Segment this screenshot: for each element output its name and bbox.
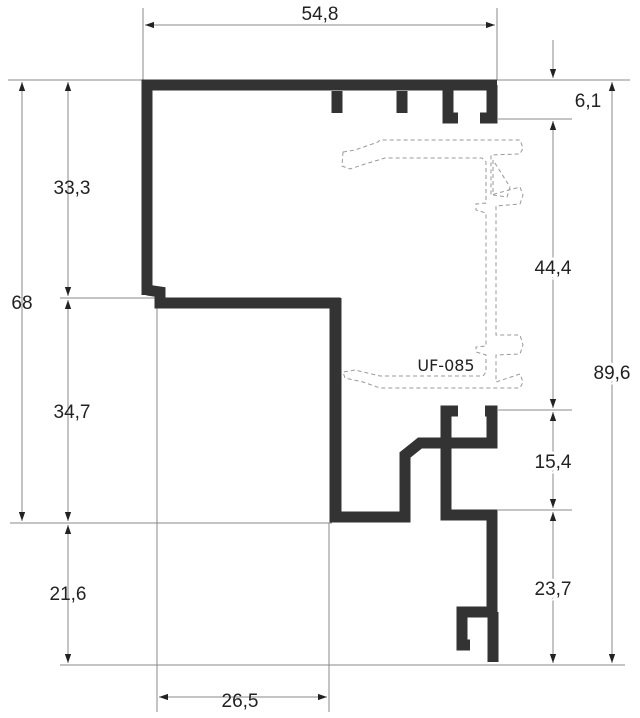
uf-085-insert-outline	[341, 139, 524, 389]
dim-label-54-8: 54,8	[302, 4, 339, 25]
aluminium-profile	[141, 79, 499, 662]
dim-label-6-1: 6,1	[575, 91, 601, 112]
dim-label-15-4: 15,4	[535, 452, 572, 473]
dim-label-34-7: 34,7	[54, 402, 91, 423]
part-code-label: UF-085	[417, 356, 474, 375]
extension-lines	[8, 8, 630, 712]
dimension-lines	[18, 21, 616, 701]
dim-label-23-7: 23,7	[535, 579, 572, 600]
dim-label-44-4: 44,4	[535, 258, 572, 279]
dim-label-89-6: 89,6	[594, 363, 631, 384]
dim-label-21-6: 21,6	[50, 584, 87, 605]
dim-label-26-5: 26,5	[222, 691, 259, 712]
dim-label-33-3: 33,3	[54, 178, 91, 199]
dim-label-68: 68	[11, 293, 32, 314]
